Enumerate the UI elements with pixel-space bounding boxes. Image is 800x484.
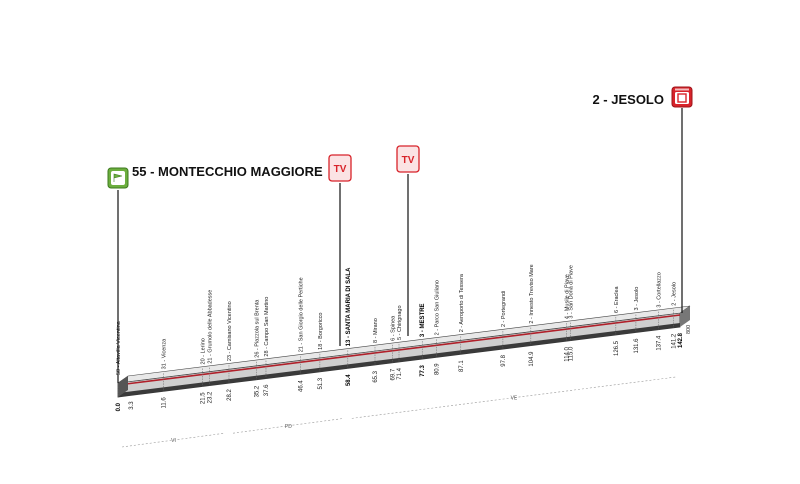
- tv-icon: TV: [396, 145, 420, 173]
- profile-left-cap: [118, 376, 128, 397]
- km-label: 69.7: [390, 368, 396, 380]
- waypoint-label: 20 - Lerino: [201, 338, 207, 364]
- finish-altitude: 2: [592, 92, 599, 107]
- km-label: 46.4: [299, 380, 305, 392]
- waypoint-label: 23 - Camisano Vicentino: [227, 301, 233, 361]
- km-label: 3.3: [129, 401, 135, 410]
- km-label: 104.9: [529, 351, 535, 367]
- waypoint-label: 6 - Spinea: [390, 315, 396, 341]
- tv-marker-label-2: TV: [402, 155, 415, 166]
- km-label: 71.4: [397, 367, 403, 379]
- km-label: 115.0: [569, 346, 575, 361]
- km-label: 97.8: [501, 354, 507, 366]
- markers: 55 - MONTECCHIO MAGGIORE 2 - JESOLO TV T…: [107, 86, 693, 383]
- waypoint-label: 18 - Borgoricco: [318, 313, 324, 350]
- km-label: 114.0: [565, 346, 571, 361]
- waypoint-label: 4 - Musile di Piave: [565, 274, 571, 319]
- province-segment-label: VE: [511, 396, 518, 402]
- waypoint-label: 6 - Eraclea: [614, 285, 620, 313]
- waypoint-label: 21 - Grumolo delle Abbadesse: [207, 290, 213, 364]
- km-label: 87.1: [459, 360, 465, 372]
- waypoint-label: 2 - Parco San Giuliano: [434, 280, 440, 335]
- waypoint-label: 28 - Campo San Martino: [264, 297, 270, 357]
- km-label: 58.4: [346, 374, 352, 386]
- km-label: 137.4: [657, 335, 663, 351]
- waypoint-label: 2 - Portegrandi: [501, 291, 507, 327]
- province-segment-label: PD: [285, 424, 292, 430]
- start-altitude: 55: [132, 164, 146, 179]
- finish-title: 2 - JESOLO: [592, 92, 664, 107]
- waypoint-label: 50 - Altavilla Vicentina: [116, 320, 122, 375]
- waypoint-labels: 50 - Altavilla Vicentina 31 - Vicenza 20 -…: [116, 264, 678, 397]
- waypoint-label: 2 - Aeroporto di Tessera: [459, 273, 465, 332]
- start-flag-icon: [107, 167, 129, 189]
- waypoint-label: 3 - San Donà di Piave: [569, 265, 575, 319]
- start-name: MONTECCHIO MAGGIORE: [158, 164, 323, 179]
- km-label: 0.0: [116, 402, 122, 411]
- waypoint-label: 13 - SANTA MARIA DI SALA: [346, 267, 352, 346]
- km-label: 131.6: [634, 338, 640, 354]
- km-label: 37.6: [264, 384, 270, 396]
- waypoint-label: 8 - Mirano: [373, 318, 379, 343]
- waypoint-label: 3 - Cortellazzo: [657, 272, 663, 307]
- waypoint-label: 3 - MESTRE: [420, 303, 426, 337]
- province-segment-line: [351, 376, 677, 419]
- km-label: 141.2: [672, 333, 678, 349]
- tv-icon: TV: [328, 154, 352, 182]
- province-segment-line: [121, 432, 226, 448]
- km-label: 65.3: [373, 370, 379, 382]
- km-label: 11.6: [162, 397, 168, 409]
- waypoint-label: 21 - San Giorgio delle Pertiche: [299, 277, 305, 352]
- waypoint-label: 2 - Innesto Treviso Mare: [529, 264, 535, 323]
- start-title: 55 - MONTECCHIO MAGGIORE: [132, 164, 323, 179]
- finish-flag-icon: [671, 86, 693, 108]
- province-segment-label: VI: [171, 438, 176, 444]
- end-altitude-label: 800: [686, 325, 692, 334]
- waypoint-label: 3 - Jesolo: [634, 287, 640, 311]
- waypoint-label: 2 - Jesolo: [672, 282, 678, 306]
- waypoint-label: 5 - Chirignago: [397, 305, 403, 340]
- km-label: 35.2: [255, 385, 261, 397]
- km-label: 28.2: [227, 389, 233, 401]
- province-segment-line: [232, 418, 344, 434]
- km-label: 51.3: [318, 377, 324, 389]
- finish-name: JESOLO: [611, 92, 664, 107]
- province-segments: VI PD VE: [121, 376, 677, 448]
- waypoint-label: 31 - Vicenza: [162, 338, 168, 369]
- km-label: 77.3: [420, 364, 426, 376]
- km-label: 23.2: [207, 391, 213, 403]
- waypoint-label: 26 - Piazzola sul Brenta: [255, 299, 261, 358]
- tv-marker-label-1: TV: [334, 164, 347, 175]
- km-label: 21.5: [201, 392, 207, 404]
- km-label: 126.5: [614, 340, 620, 356]
- km-label: 80.9: [434, 363, 440, 375]
- km-label: 142.8: [678, 332, 684, 348]
